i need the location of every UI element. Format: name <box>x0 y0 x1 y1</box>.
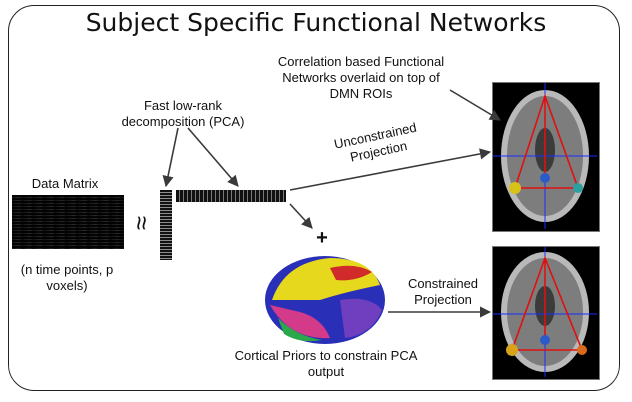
constrained-label: Constrained Projection <box>407 276 479 307</box>
data-matrix-label: Data Matrix <box>31 176 99 191</box>
scan1-roi-center <box>540 173 550 183</box>
arrow-correlation-callout <box>449 89 501 121</box>
brain-region-red <box>330 265 372 281</box>
plus-sign: + <box>316 227 328 249</box>
scan2-network-lines <box>510 255 584 351</box>
arrow-to-plus <box>289 203 313 229</box>
pca-label: Fast low-rank decomposition (PCA) <box>121 98 245 129</box>
arrow-pca-to-loadings <box>187 127 239 187</box>
brain-region-magenta <box>270 305 330 339</box>
data-matrix-image <box>12 195 124 249</box>
brain-region-purple <box>340 298 382 338</box>
pca-score-matrix <box>160 190 172 260</box>
arrow-pca-to-scores <box>162 127 179 188</box>
correlation-label: Correlation based Functional Networks ov… <box>277 54 445 101</box>
data-matrix-dims-label: (n time points, p voxels) <box>20 262 114 293</box>
brain-region-green <box>278 318 322 342</box>
pca-loading-matrix <box>176 190 286 202</box>
scan1-roi-right <box>573 183 583 193</box>
scan1-roi-left <box>509 182 521 194</box>
diagram-title: Subject Specific Functional Networks <box>85 8 547 37</box>
scan1-network-lines <box>513 93 580 189</box>
arrow-unconstrained-projection <box>289 148 492 191</box>
scan2-roi-right <box>577 345 587 355</box>
scan2-roi-left <box>506 344 518 356</box>
scan2-roi-center <box>540 335 550 345</box>
diagram-frame <box>8 5 620 391</box>
cortical-priors-label: Cortical Priors to constrain PCA output <box>234 348 418 379</box>
